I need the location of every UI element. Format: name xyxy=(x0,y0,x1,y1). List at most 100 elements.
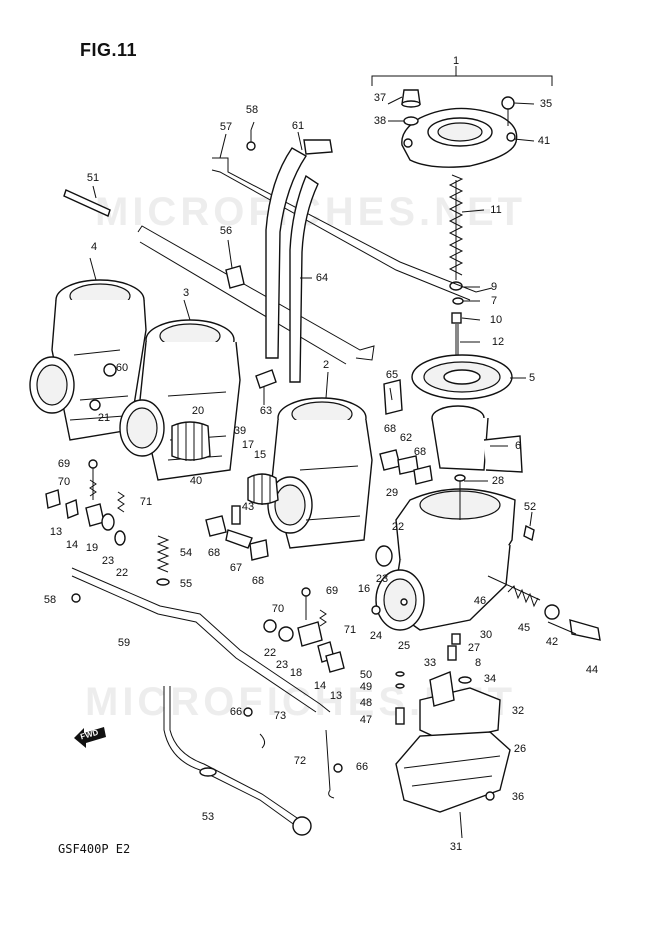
part-callout-26: 26 xyxy=(514,743,526,755)
part-callout-5: 5 xyxy=(529,372,535,384)
part-callout-69a: 69 xyxy=(58,458,70,470)
part-callout-29: 29 xyxy=(386,487,398,499)
part-callout-71a: 71 xyxy=(140,496,152,508)
part-callout-38: 38 xyxy=(374,115,386,127)
part-number-callouts: 1234567891011121313141415161718192021222… xyxy=(44,55,598,853)
part-callout-48: 48 xyxy=(360,697,372,709)
part-callout-13a: 13 xyxy=(50,526,62,538)
part-callout-42: 42 xyxy=(546,636,558,648)
part-callout-66b: 66 xyxy=(356,761,368,773)
part-callout-59: 59 xyxy=(118,637,130,649)
part-callout-68d: 68 xyxy=(252,575,264,587)
part-callout-10: 10 xyxy=(490,314,502,326)
part-callout-2: 2 xyxy=(323,359,329,371)
part-callout-60: 60 xyxy=(116,362,128,374)
left-small-parts xyxy=(45,459,126,546)
part-callout-45: 45 xyxy=(518,622,530,634)
part-callout-9: 9 xyxy=(491,281,497,293)
part-callout-52: 52 xyxy=(524,501,536,513)
part-callout-28: 28 xyxy=(492,475,504,487)
part-callout-31: 31 xyxy=(450,841,462,853)
part-callout-39: 39 xyxy=(234,425,246,437)
part-callout-1: 1 xyxy=(453,55,459,67)
part-callout-22b: 22 xyxy=(392,521,404,533)
part-callout-7: 7 xyxy=(491,295,497,307)
diaphragm-piston xyxy=(411,354,523,473)
part-callout-30: 30 xyxy=(480,629,492,641)
float-and-bowl xyxy=(395,633,511,839)
part-callout-70b: 70 xyxy=(272,603,284,615)
assembly-1-bracket xyxy=(371,66,553,86)
part-callout-69b: 69 xyxy=(326,585,338,597)
part-callout-25: 25 xyxy=(398,640,410,652)
part-callout-72: 72 xyxy=(294,755,306,767)
part-callout-40: 40 xyxy=(190,475,202,487)
part-callout-62: 62 xyxy=(400,432,412,444)
part-callout-15: 15 xyxy=(254,449,266,461)
middle-small-parts xyxy=(156,379,433,673)
part-callout-34: 34 xyxy=(484,673,496,685)
part-callout-6: 6 xyxy=(515,440,521,452)
part-callout-66a: 66 xyxy=(230,706,242,718)
part-callout-57: 57 xyxy=(220,121,232,133)
part-callout-19: 19 xyxy=(86,542,98,554)
part-callout-32: 32 xyxy=(512,705,524,717)
part-callout-11: 11 xyxy=(490,204,501,216)
top-cap-part xyxy=(401,89,518,168)
part-callout-51: 51 xyxy=(87,172,99,184)
part-callout-17: 17 xyxy=(242,439,254,451)
part-callout-64: 64 xyxy=(316,272,328,284)
carburetor-main xyxy=(375,474,601,641)
part-callout-24: 24 xyxy=(370,630,382,642)
part-callout-22c: 22 xyxy=(264,647,276,659)
carburetor-3 xyxy=(119,319,241,481)
part-callout-37: 37 xyxy=(374,92,386,104)
carburetor-4 xyxy=(29,279,147,441)
part-callout-70a: 70 xyxy=(58,476,70,488)
part-callout-16: 16 xyxy=(358,583,370,595)
part-callout-68b: 68 xyxy=(414,446,426,458)
part-callout-14a: 14 xyxy=(66,539,78,551)
part-callout-8: 8 xyxy=(475,657,481,669)
part-callout-63: 63 xyxy=(260,405,272,417)
part-callout-18: 18 xyxy=(290,667,302,679)
part-callout-23b: 23 xyxy=(376,573,388,585)
part-callout-61: 61 xyxy=(292,120,304,132)
part-callout-14b: 14 xyxy=(314,680,326,692)
part-callout-3: 3 xyxy=(183,287,189,299)
part-callout-44: 44 xyxy=(586,664,598,676)
part-callout-47: 47 xyxy=(360,714,372,726)
part-callout-68c: 68 xyxy=(208,547,220,559)
part-callout-67: 67 xyxy=(230,562,242,574)
part-callout-23c: 23 xyxy=(276,659,288,671)
part-callout-27: 27 xyxy=(468,642,480,654)
part-callout-22a: 22 xyxy=(116,567,128,579)
carburetor-2 xyxy=(247,397,373,549)
part-callout-4: 4 xyxy=(91,241,97,253)
part-callout-46: 46 xyxy=(474,595,486,607)
brackets-and-hoses xyxy=(137,130,493,389)
model-code: GSF400P E2 xyxy=(58,842,131,856)
part-callout-58b: 58 xyxy=(44,594,56,606)
part-callout-21: 21 xyxy=(98,412,110,424)
part-callout-36: 36 xyxy=(512,791,524,803)
hose-51 xyxy=(63,189,111,217)
fwd-arrow-icon: FWD xyxy=(74,727,106,748)
part-callout-23a: 23 xyxy=(102,555,114,567)
part-callout-68a: 68 xyxy=(384,423,396,435)
part-callout-41: 41 xyxy=(538,135,550,147)
part-callout-13b: 13 xyxy=(330,690,342,702)
figure-title: FIG.11 xyxy=(80,40,138,60)
part-callout-56: 56 xyxy=(220,225,232,237)
linkage-rod-and-cable xyxy=(71,567,343,836)
part-callout-12: 12 xyxy=(492,336,504,348)
part-callout-20: 20 xyxy=(192,405,204,417)
part-callout-43: 43 xyxy=(242,501,254,513)
part-callout-54: 54 xyxy=(180,547,192,559)
part-callout-49: 49 xyxy=(360,681,372,693)
part-callout-55: 55 xyxy=(180,578,192,590)
part-callout-71b: 71 xyxy=(344,624,356,636)
leader-lines xyxy=(89,96,535,527)
